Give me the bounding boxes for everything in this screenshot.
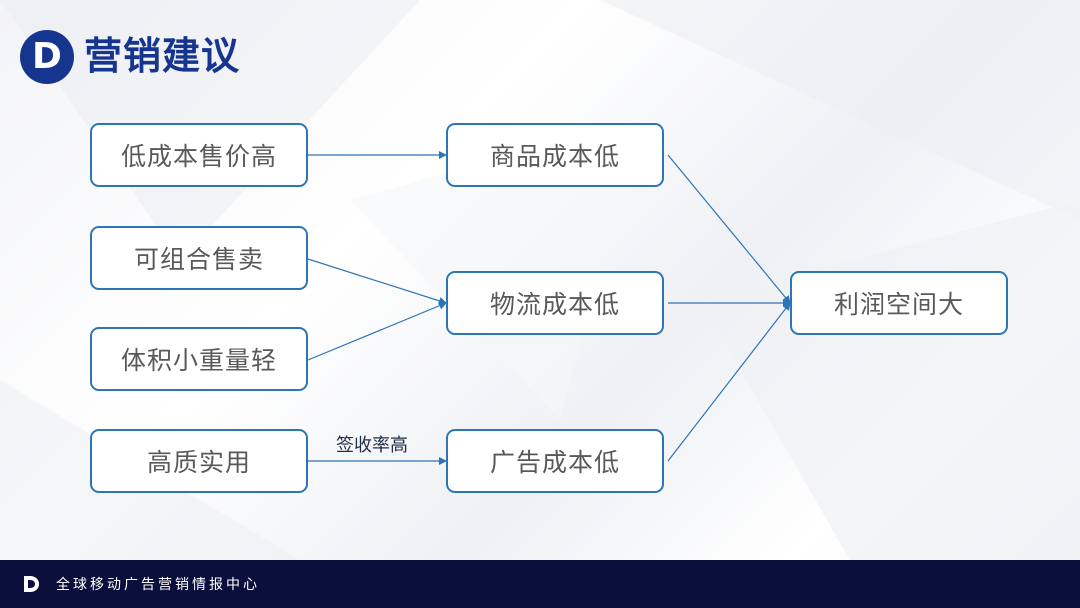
node-low-cost-high-price: 低成本售价高 bbox=[90, 123, 308, 187]
node-large-profit-margin: 利润空间大 bbox=[790, 271, 1008, 335]
node-low-ad-cost: 广告成本低 bbox=[446, 429, 664, 493]
node-low-logistics-cost: 物流成本低 bbox=[446, 271, 664, 335]
diagram-connectors bbox=[307, 151, 791, 465]
node-low-goods-cost: 商品成本低 bbox=[446, 123, 664, 187]
edge-label-signing-rate: 签收率高 bbox=[336, 435, 408, 456]
edge-m1-r1 bbox=[667, 154, 791, 304]
brand-logo: D bbox=[20, 30, 74, 84]
node-combinable-sale: 可组合售卖 bbox=[90, 226, 308, 290]
logo-letter: D bbox=[32, 36, 62, 77]
footer-bar: 全球移动广告营销情报中心 bbox=[0, 560, 1080, 608]
edge-n2-m2 bbox=[307, 258, 447, 305]
page-title: 营销建议 bbox=[84, 34, 241, 78]
node-quality-practical: 高质实用 bbox=[90, 429, 308, 493]
edge-n3-m2 bbox=[307, 301, 447, 361]
node-small-light: 体积小重量轻 bbox=[90, 327, 308, 391]
footer-logo-icon bbox=[24, 576, 39, 592]
edge-m3-r1 bbox=[667, 302, 791, 462]
footer-text: 全球移动广告营销情报中心 bbox=[56, 577, 260, 593]
